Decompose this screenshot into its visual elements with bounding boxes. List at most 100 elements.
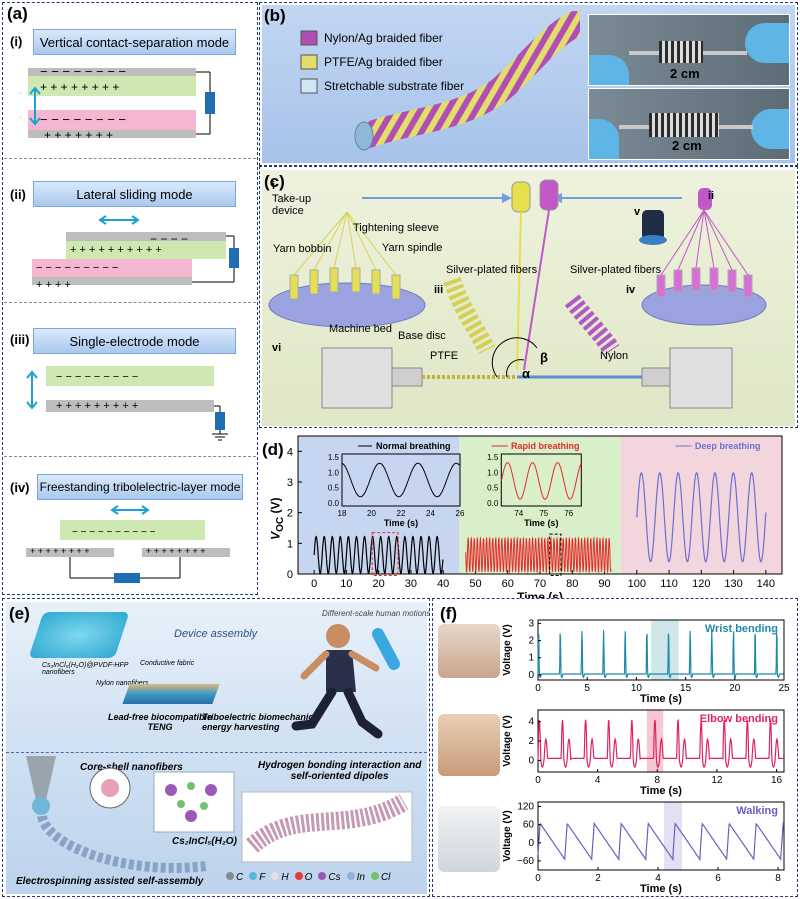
mode-ii-pos-top: + + + + + + + + + +	[70, 244, 162, 256]
mode-iv-pos-right: + + + + + + + +	[146, 546, 206, 556]
inset-1-ytick-label: 1.5	[328, 453, 340, 462]
chart-f-xtick-label: 2	[595, 873, 601, 884]
element-symbol: F	[259, 872, 266, 883]
chart-d-xtick-label: 140	[757, 578, 775, 590]
chart-d-xtick-label: 40	[437, 578, 449, 590]
chart-f-ytick-label: −60	[517, 856, 534, 867]
panel-c-border	[259, 166, 798, 428]
braiding-machine-illustration	[268, 179, 767, 409]
label-bobbin: Yarn bobbin	[273, 243, 332, 255]
element-symbol: C	[236, 872, 244, 883]
e-nylon-nf: Nylon nanofibers	[96, 680, 149, 687]
label-i: i	[272, 180, 276, 192]
label-beta: β	[540, 350, 548, 365]
panel-a-divider-1	[4, 158, 256, 159]
mode-iii-diagram	[26, 366, 228, 441]
motion-name-2: Walking	[736, 805, 778, 817]
chart-f-ytick-label: 0	[528, 670, 534, 681]
legend-rapid-text: Rapid breathing	[511, 441, 580, 451]
inset-1-frame	[341, 453, 461, 507]
chart-f-xtick-label: 0	[535, 775, 541, 786]
inset-1-xtick-label: 20	[367, 509, 376, 518]
panel-e-border	[2, 598, 430, 897]
chart-f-xtick-label: 12	[711, 775, 723, 786]
motion-series-1	[537, 718, 784, 769]
photo-2	[588, 88, 790, 160]
motion-series-2	[537, 821, 785, 862]
chart-d-xtick-label: 0	[311, 578, 317, 590]
chart-f-xtick-label: 0	[535, 873, 541, 884]
chart-f-xtick-label: 0	[535, 683, 541, 694]
chart-f-xtick-label: 10	[631, 683, 643, 694]
mode-iv-roman: (iv)	[10, 480, 30, 495]
runner-illustration	[291, 624, 400, 739]
label-iii: iii	[434, 284, 444, 296]
label-ptfe: PTFE	[430, 350, 459, 362]
element-color-dot	[318, 872, 327, 880]
nanofiber-mat	[28, 612, 130, 658]
chart-d-xlabel: Time (s)	[517, 590, 563, 598]
chart-d-xtick-label: 80	[566, 578, 578, 590]
chart-d-ytick-label: 2	[287, 508, 293, 520]
e-scale-motions: Different-scale human motions	[322, 609, 431, 618]
e-harvest: Triboelectric biomechanical energy harve…	[202, 712, 321, 732]
e-conductive: Conductive fabric	[140, 660, 195, 667]
rapid-zoom-box	[549, 533, 562, 577]
element-color-dot	[226, 872, 234, 880]
chart-d-ytick-label: 0	[287, 569, 293, 581]
element-symbol: O	[304, 872, 313, 883]
chart-f-ytick-label: 0	[528, 755, 534, 766]
panel-b-label: (b)	[264, 6, 286, 25]
element-color-dot	[346, 872, 355, 880]
chart-d-ytick-label: 3	[287, 477, 293, 489]
element-symbol: Cl	[380, 872, 391, 883]
mode-ii-neg-bot: − − − − − − − − −	[36, 262, 119, 274]
chart-d-ylabel-sub: OC	[274, 516, 286, 532]
mode-ii-diagram	[32, 215, 239, 285]
mode-iii-neg: − − − − − − − − −	[56, 371, 139, 383]
mode-iv-diagram	[26, 505, 230, 583]
motion-series-0	[537, 630, 784, 679]
inset-1-ytick-label: 0.0	[328, 499, 340, 508]
mode-ii-pos-bot: + + + +	[36, 279, 71, 291]
legend-deep-text: Deep breathing	[695, 441, 761, 451]
motion-name-0: Wrist bending	[705, 623, 778, 635]
chart-f-ytick-label: 3	[528, 618, 534, 629]
inset-1-xtick-label: 26	[456, 509, 465, 518]
chart-f-xtick-label: 8	[775, 873, 781, 884]
inset-1-series	[341, 462, 460, 498]
mode-iii-pos: + + + + + + + + +	[56, 400, 139, 412]
label-ii: ii	[708, 190, 715, 202]
mode-iv-pos-left: + + + + + + + +	[30, 546, 90, 556]
element-color-dot	[249, 872, 258, 880]
element-color-dot	[370, 872, 379, 880]
mode-iii-roman: (iii)	[10, 332, 30, 347]
inset-1-ytick-label: 0.5	[328, 484, 340, 493]
chart-f-xlabel: Time (s)	[640, 883, 682, 895]
panel-d-label: (d)	[262, 440, 284, 459]
chart-d-ytick-label: 4	[287, 446, 293, 458]
label-machine: Machine bed	[329, 323, 392, 335]
chart-d-xtick-label: 120	[692, 578, 710, 590]
mode-i-title: Vertical contact-separation mode	[33, 29, 236, 55]
chart-f-ytick-label: 1	[528, 653, 534, 664]
chart-d-ylabel-v: V	[268, 531, 283, 540]
chart-d-xtick-label: 70	[534, 578, 546, 590]
e-coreshell: Core-shell nanofibers	[80, 762, 183, 773]
normal-breathing-series	[313, 535, 444, 575]
normal-zoom-box	[371, 532, 399, 577]
e-assembly: Device assembly	[174, 628, 258, 640]
chart-f-xlabel: Time (s)	[640, 785, 682, 797]
elbow-photo	[438, 714, 500, 776]
element-symbol: Cs	[328, 872, 341, 883]
mode-iv-neg: − − − − − − − − − −	[72, 527, 156, 538]
chart-f-xtick-label: 5	[584, 683, 590, 694]
e-electrospin: Electrospinning assisted self-assembly	[16, 876, 204, 887]
legend-substrate: Stretchable substrate fiber	[324, 79, 465, 93]
chart-d-xtick-label: 20	[373, 578, 385, 590]
mode-i-arrow-icon	[29, 86, 41, 126]
chart-f-xtick-label: 6	[715, 873, 721, 884]
chart-f-ytick-label: 60	[523, 820, 535, 831]
